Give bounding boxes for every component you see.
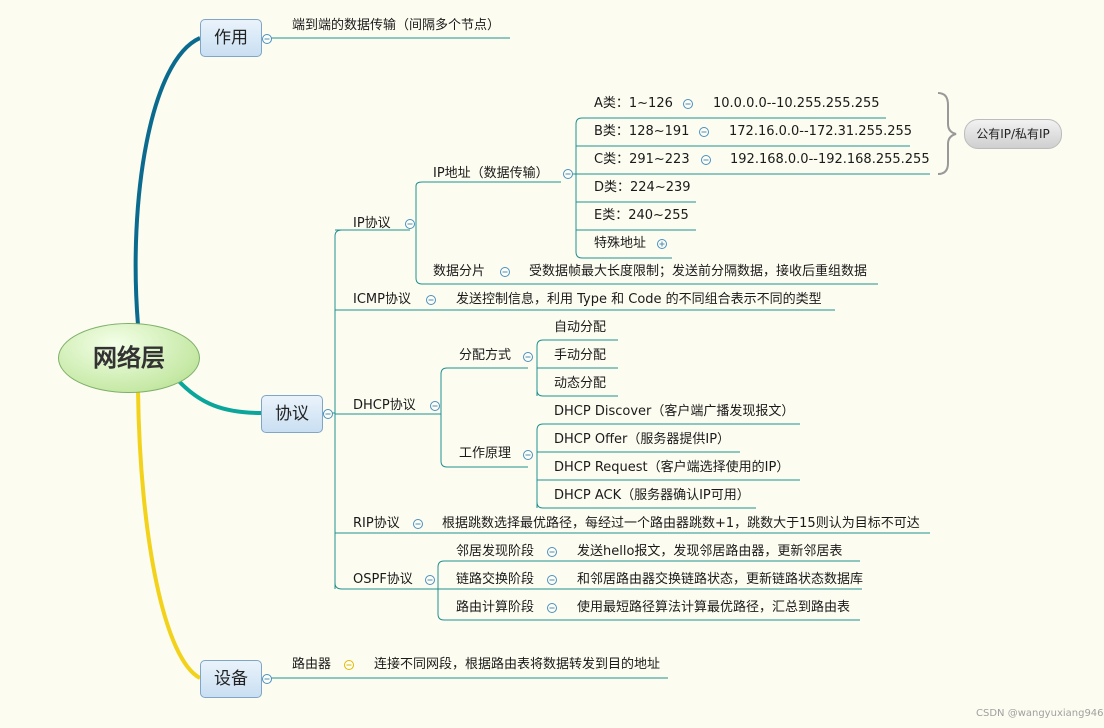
dhcp-methods-node[interactable]: 分配方式: [459, 348, 512, 363]
icmp-desc: 发送控制信息，利用 Type 和 Code 的不同组合表示不同的类型: [456, 292, 822, 307]
branch-purpose: [133, 36, 201, 326]
purpose-desc: 端到端的数据传输（间隔多个节点）: [292, 18, 501, 33]
device-node[interactable]: 设备: [200, 660, 262, 698]
ip-address-node[interactable]: IP地址（数据传输）: [433, 166, 549, 181]
ip-class-a-range: 10.0.0.0--10.255.255.255: [713, 96, 880, 111]
root-node[interactable]: 网络层: [58, 323, 200, 393]
icmp-node[interactable]: ICMP协议: [353, 292, 411, 307]
ip-protocol-node[interactable]: IP协议: [353, 216, 391, 231]
ospf-phase-3-desc: 使用最短路径算法计算最优路径，汇总到路由表: [577, 600, 851, 615]
brace: [937, 92, 957, 175]
router-desc: 连接不同网段，根据路由表将数据转发到目的地址: [374, 657, 661, 672]
dhcp-discover[interactable]: DHCP Discover（客户端广播发现报文）: [554, 404, 795, 419]
public-private-ip-tag[interactable]: 公有IP/私有IP: [964, 119, 1062, 149]
ip-class-a[interactable]: A类：1~126: [594, 96, 673, 111]
dhcp-request[interactable]: DHCP Request（客户端选择使用的IP）: [554, 460, 790, 475]
branch-device: [136, 389, 202, 680]
purpose-node[interactable]: 作用: [200, 19, 262, 57]
ip-class-c-range: 192.168.0.0--192.168.255.255: [730, 152, 930, 167]
ip-class-d[interactable]: D类：224~239: [594, 180, 691, 195]
rip-desc: 根据跳数选择最优路径，每经过一个路由器跳数+1，跳数大于15则认为目标不可达: [442, 516, 920, 531]
protocol-node[interactable]: 协议: [261, 395, 323, 433]
dhcp-node[interactable]: DHCP协议: [353, 398, 416, 413]
watermark: CSDN @wangyuxiang946: [976, 708, 1104, 719]
dhcp-method-manual[interactable]: 手动分配: [554, 348, 607, 363]
router-node[interactable]: 路由器: [292, 657, 332, 672]
ospf-phase-2[interactable]: 链路交换阶段: [456, 572, 535, 587]
dhcp-ack[interactable]: DHCP ACK（服务器确认IP可用）: [554, 488, 750, 503]
ip-special[interactable]: 特殊地址: [594, 236, 647, 251]
ospf-phase-3[interactable]: 路由计算阶段: [456, 600, 535, 615]
fragment-node[interactable]: 数据分片: [433, 264, 486, 279]
ospf-phase-1-desc: 发送hello报文，发现邻居路由器，更新邻居表: [577, 544, 843, 559]
ip-class-b[interactable]: B类：128~191: [594, 124, 690, 139]
dhcp-offer[interactable]: DHCP Offer（服务器提供IP）: [554, 432, 731, 447]
ip-class-e[interactable]: E类：240~255: [594, 208, 689, 223]
ip-class-b-range: 172.16.0.0--172.31.255.255: [729, 124, 913, 139]
ospf-phase-1[interactable]: 邻居发现阶段: [456, 544, 535, 559]
ospf-node[interactable]: OSPF协议: [353, 572, 413, 587]
branch-protocol: [174, 376, 263, 415]
dhcp-principle-node[interactable]: 工作原理: [459, 446, 512, 461]
ip-class-c[interactable]: C类：291~223: [594, 152, 690, 167]
ospf-phase-2-desc: 和邻居路由器交换链路状态，更新链路状态数据库: [577, 572, 864, 587]
rip-node[interactable]: RIP协议: [353, 516, 400, 531]
dhcp-method-dynamic[interactable]: 动态分配: [554, 376, 607, 391]
dhcp-method-auto[interactable]: 自动分配: [554, 320, 607, 335]
fragment-desc: 受数据帧最大长度限制；发送前分隔数据，接收后重组数据: [529, 264, 868, 279]
